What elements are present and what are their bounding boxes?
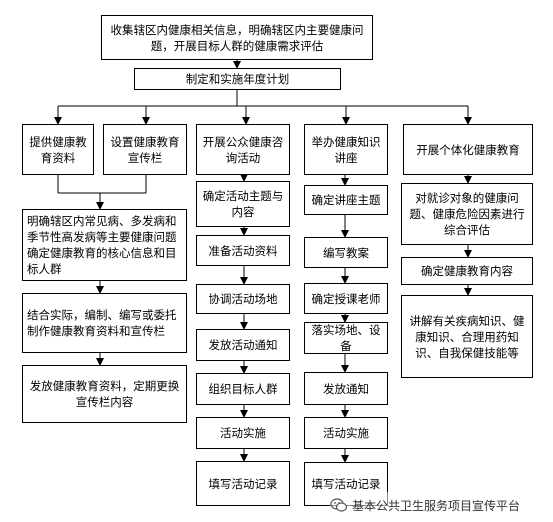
box-bulletin-board: 设置健康教育宣传栏 [103,124,187,175]
box-bulletin-board-text: 设置健康教育宣传栏 [110,134,180,165]
box-c3-step-2-text: 编写教案 [323,245,369,260]
box-c2-step-1-text: 确定活动主题与内容 [202,189,284,219]
box-lecture: 举办健康知识讲座 [304,124,388,175]
box-c2-step-3-text: 协调活动场地 [208,292,278,306]
box-c2-step-5-text: 组织目标人群 [208,382,278,396]
box-c2-step-2: 准备活动资料 [196,235,290,266]
box-collect-info-text: 收集辖区内健康相关信息，明确辖区内主要健康问题，开展目标人群的健康需求评估 [110,22,364,53]
box-c2-step-7: 填写活动记录 [196,461,290,506]
box-c3-step-5: 发放通知 [304,372,388,405]
box-annual-plan: 制定和实施年度计划 [134,68,341,90]
box-c2-step-7-text: 填写活动记录 [208,476,278,491]
box-lecture-text: 举办健康知识讲座 [311,134,381,165]
box-c4-step-2-text: 确定健康教育内容 [421,264,513,278]
box-c2-step-6-text: 活动实施 [220,426,266,440]
box-compile-materials: 结合实际，编制、编写或委托制作健康教育资料和宣传栏 [22,293,187,353]
box-c3-step-3: 确定授课老师 [304,283,388,314]
box-c2-step-1: 确定活动主题与内容 [196,181,290,227]
box-individual-education-text: 开展个体化健康教育 [416,142,520,157]
box-c3-step-7-text: 填写活动记录 [311,477,381,491]
box-c4-step-3: 讲解有关疾病知识、健康知识、合理用药知识、自我保健技能等 [401,295,533,378]
box-distribute-materials: 发放健康教育资料，定期更换宣传栏内容 [22,365,187,423]
box-c3-step-1: 确定讲座主题 [304,185,388,215]
box-c3-step-4: 落实场地、设备 [304,322,388,354]
box-public-consult-text: 开展公众健康咨询活动 [202,134,284,165]
box-c2-step-3: 协调活动场地 [196,284,290,314]
box-c3-step-6: 活动实施 [304,417,388,449]
box-c2-step-6: 活动实施 [196,417,290,449]
box-annual-plan-text: 制定和实施年度计划 [185,72,290,86]
box-c3-step-2: 编写教案 [304,237,388,268]
box-c3-step-4-text: 落实场地、设备 [311,323,381,353]
box-c3-step-1-text: 确定讲座主题 [311,193,381,207]
box-c3-step-3-text: 确定授课老师 [311,291,381,306]
box-c3-step-6-text: 活动实施 [323,426,369,440]
box-provide-materials: 提供健康教育资料 [22,124,94,175]
box-collect-info: 收集辖区内健康相关信息，明确辖区内主要健康问题，开展目标人群的健康需求评估 [101,15,373,60]
watermark: 基本公共卫生服务项目宣传平台 [330,492,550,518]
box-provide-materials-text: 提供健康教育资料 [29,134,87,165]
box-public-consult: 开展公众健康咨询活动 [196,124,290,175]
box-c4-step-2: 确定健康教育内容 [401,257,533,285]
watermark-text: 基本公共卫生服务项目宣传平台 [352,498,521,513]
box-c4-step-1: 对就诊对象的健康问题、健康危险因素进行综合评估 [401,183,533,245]
box-c2-step-4: 发放活动通知 [196,329,290,361]
box-core-info: 明确辖区内常见病、多发病和季节性高发病等主要健康问题确定健康教育的核心信息和目标… [22,209,187,281]
box-c3-step-5-text: 发放通知 [323,381,369,396]
box-c2-step-2-text: 准备活动资料 [208,243,278,258]
box-c4-step-3-text: 讲解有关疾病知识、健康知识、合理用药知识、自我保健技能等 [409,313,525,360]
wechat-icon [330,498,348,512]
box-distribute-materials-text: 发放健康教育资料，定期更换宣传栏内容 [29,379,180,409]
box-c4-step-1-text: 对就诊对象的健康问题、健康危险因素进行综合评估 [409,191,525,237]
box-compile-materials-text: 结合实际，编制、编写或委托制作健康教育资料和宣传栏 [27,308,177,338]
box-c2-step-4-text: 发放活动通知 [208,338,278,352]
box-individual-education: 开展个体化健康教育 [403,124,533,175]
box-core-info-text: 明确辖区内常见病、多发病和季节性高发病等主要健康问题确定健康教育的核心信息和目标… [27,214,177,276]
box-c2-step-5: 组织目标人群 [196,373,290,405]
